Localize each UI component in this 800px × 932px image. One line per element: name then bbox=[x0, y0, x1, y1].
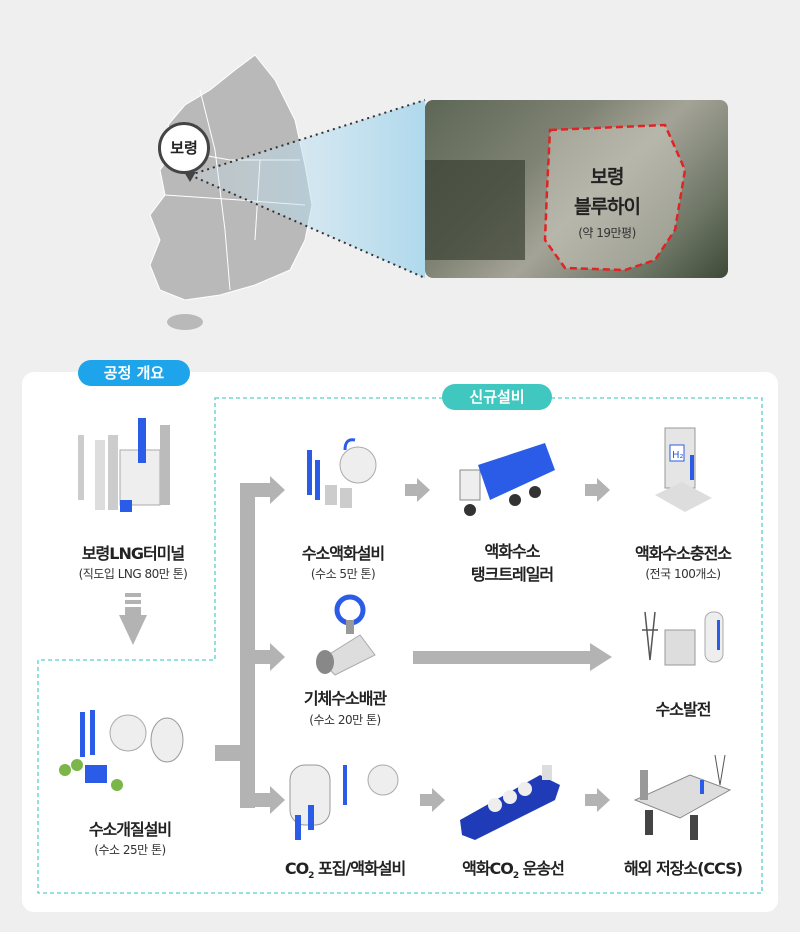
tank-trailer-title-2: 탱크트레일러 bbox=[470, 565, 554, 584]
site-area: (약 19만평) bbox=[578, 226, 636, 240]
co2-capture-icon bbox=[289, 764, 399, 840]
arrow-trunk bbox=[215, 476, 285, 814]
tank-trailer-title-1: 액화수소 bbox=[484, 542, 541, 561]
site-name-2: 블루하이 bbox=[574, 196, 641, 218]
arrow-liq-to-trailer bbox=[405, 478, 430, 502]
reforming-icon bbox=[59, 710, 184, 791]
pipeline-sub: (수소 20만 톤) bbox=[309, 713, 381, 727]
lng-terminal-title: 보령LNG터미널 bbox=[81, 544, 185, 563]
svg-text:H₂: H₂ bbox=[672, 450, 684, 461]
lng-terminal-icon bbox=[78, 418, 170, 512]
pipeline-valve-icon bbox=[316, 594, 376, 676]
arrow-lng-down bbox=[119, 593, 147, 645]
co2-capture-title: CO2 포집/액화설비 bbox=[284, 859, 406, 882]
arrow-pipe-to-power bbox=[413, 643, 612, 671]
power-title: 수소발전 bbox=[655, 700, 712, 719]
new-facilities-border bbox=[37, 397, 763, 894]
arrow-ship-to-ccs bbox=[585, 788, 610, 812]
pipeline-title: 기체수소배관 bbox=[303, 689, 387, 708]
charging-station-icon: H₂ bbox=[655, 427, 712, 512]
offshore-platform-icon bbox=[633, 754, 732, 840]
lng-terminal-sub: (직도입 LNG 80만 톤) bbox=[78, 567, 188, 581]
liquefaction-title: 수소액화설비 bbox=[301, 544, 385, 563]
tank-trailer-icon bbox=[459, 443, 555, 516]
co2-ship-icon bbox=[460, 765, 560, 840]
location-pin-boryeong: 보령 bbox=[158, 122, 210, 174]
site-name-1: 보령 bbox=[590, 166, 625, 188]
arrow-capture-to-ship bbox=[420, 788, 445, 812]
zoom-beam bbox=[190, 100, 425, 278]
ccs-title: 해외 저장소(CCS) bbox=[623, 859, 743, 878]
arrow-trailer-to-station bbox=[585, 478, 610, 502]
satellite-image: 보령 블루하이 (약 19만평) bbox=[425, 100, 728, 278]
korea-map bbox=[149, 54, 426, 330]
power-plant-icon bbox=[642, 611, 724, 666]
site-boundary bbox=[543, 123, 687, 272]
overview-badge: 공정 개요 bbox=[78, 360, 190, 386]
reforming-sub: (수소 25만 톤) bbox=[94, 843, 166, 857]
charging-station-title: 액화수소충전소 bbox=[634, 544, 732, 563]
co2-ship-title: 액화CO2 운송선 bbox=[462, 859, 565, 882]
charging-station-sub: (전국 100개소) bbox=[645, 567, 721, 581]
new-facilities-badge: 신규설비 bbox=[442, 384, 552, 410]
reforming-title: 수소개질설비 bbox=[88, 820, 172, 839]
liquefaction-icon bbox=[307, 438, 377, 508]
jeju-island bbox=[167, 314, 203, 330]
liquefaction-sub: (수소 5만 톤) bbox=[310, 567, 376, 581]
